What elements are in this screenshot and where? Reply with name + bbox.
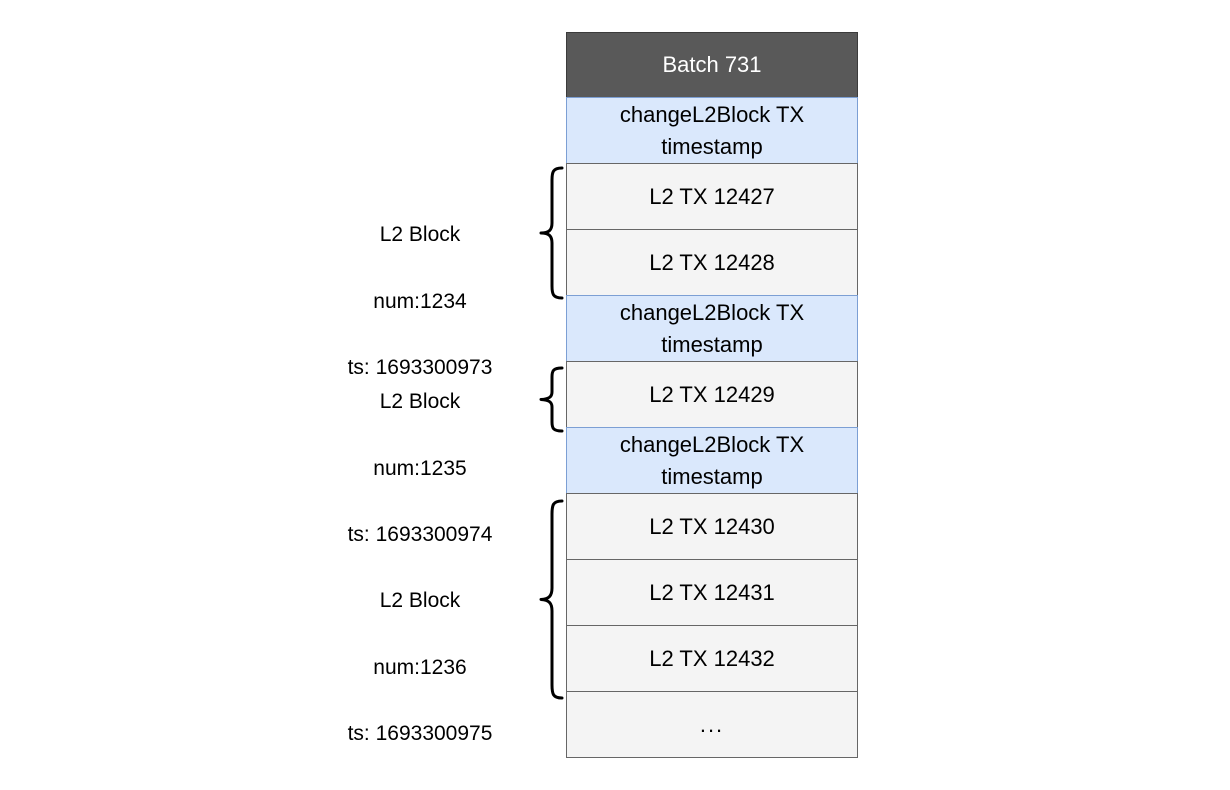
l2-tx-cell[interactable]: L2 TX 12428 — [566, 229, 858, 296]
cell-label: L2 TX 12429 — [649, 381, 775, 407]
cell-label: changeL2Block TX timestamp — [619, 101, 805, 159]
curly-brace-block-1234 — [538, 166, 564, 300]
l2-tx-cell[interactable]: L2 TX 12431 — [566, 559, 858, 626]
l2-tx-cell[interactable]: L2 TX 12430 — [566, 493, 858, 560]
block-label-title: L2 Block — [379, 390, 461, 414]
block-label-num: num:1235 — [373, 456, 467, 480]
cell-label: L2 TX 12432 — [649, 645, 775, 671]
block-label-title: L2 Block — [379, 223, 461, 247]
cell-label: changeL2Block TX timestamp — [619, 299, 805, 357]
cell-label: ... — [699, 711, 725, 737]
l2-tx-cell[interactable]: L2 TX 12432 — [566, 625, 858, 692]
change-l2block-tx-cell[interactable]: changeL2Block TX timestamp — [566, 427, 858, 494]
change-l2block-tx-cell[interactable]: changeL2Block TX timestamp — [566, 97, 858, 164]
cell-label: changeL2Block TX timestamp — [619, 431, 805, 489]
block-label-ts: ts: 1693300973 — [347, 355, 493, 379]
cell-label: L2 TX 12431 — [649, 579, 775, 605]
block-label-1235: L2 Block num:1235 ts: 1693300974 — [305, 352, 535, 584]
curly-brace-block-1235 — [538, 366, 564, 433]
change-l2block-tx-cell[interactable]: changeL2Block TX timestamp — [566, 295, 858, 362]
curly-brace-block-1236 — [538, 499, 564, 700]
block-label-ts: ts: 1693300974 — [347, 522, 493, 546]
l2-tx-cell[interactable]: L2 TX 12429 — [566, 361, 858, 428]
cell-label: L2 TX 12427 — [649, 183, 775, 209]
more-rows-ellipsis-cell: ... — [566, 691, 858, 758]
block-label-title: L2 Block — [379, 589, 461, 613]
block-label-1236: L2 Block num:1236 ts: 1693300975 — [305, 551, 535, 783]
block-label-ts: ts: 1693300975 — [347, 721, 493, 745]
cell-label: L2 TX 12428 — [649, 249, 775, 275]
block-label-1234: L2 Block num:1234 ts: 1693300973 — [305, 185, 535, 417]
batch-column: Batch 731 changeL2Block TX timestamp L2 … — [566, 32, 858, 758]
block-label-num: num:1234 — [373, 289, 467, 313]
batch-header: Batch 731 — [566, 32, 858, 98]
l2-tx-cell[interactable]: L2 TX 12427 — [566, 163, 858, 230]
block-label-num: num:1236 — [373, 655, 467, 679]
cell-label: L2 TX 12430 — [649, 513, 775, 539]
